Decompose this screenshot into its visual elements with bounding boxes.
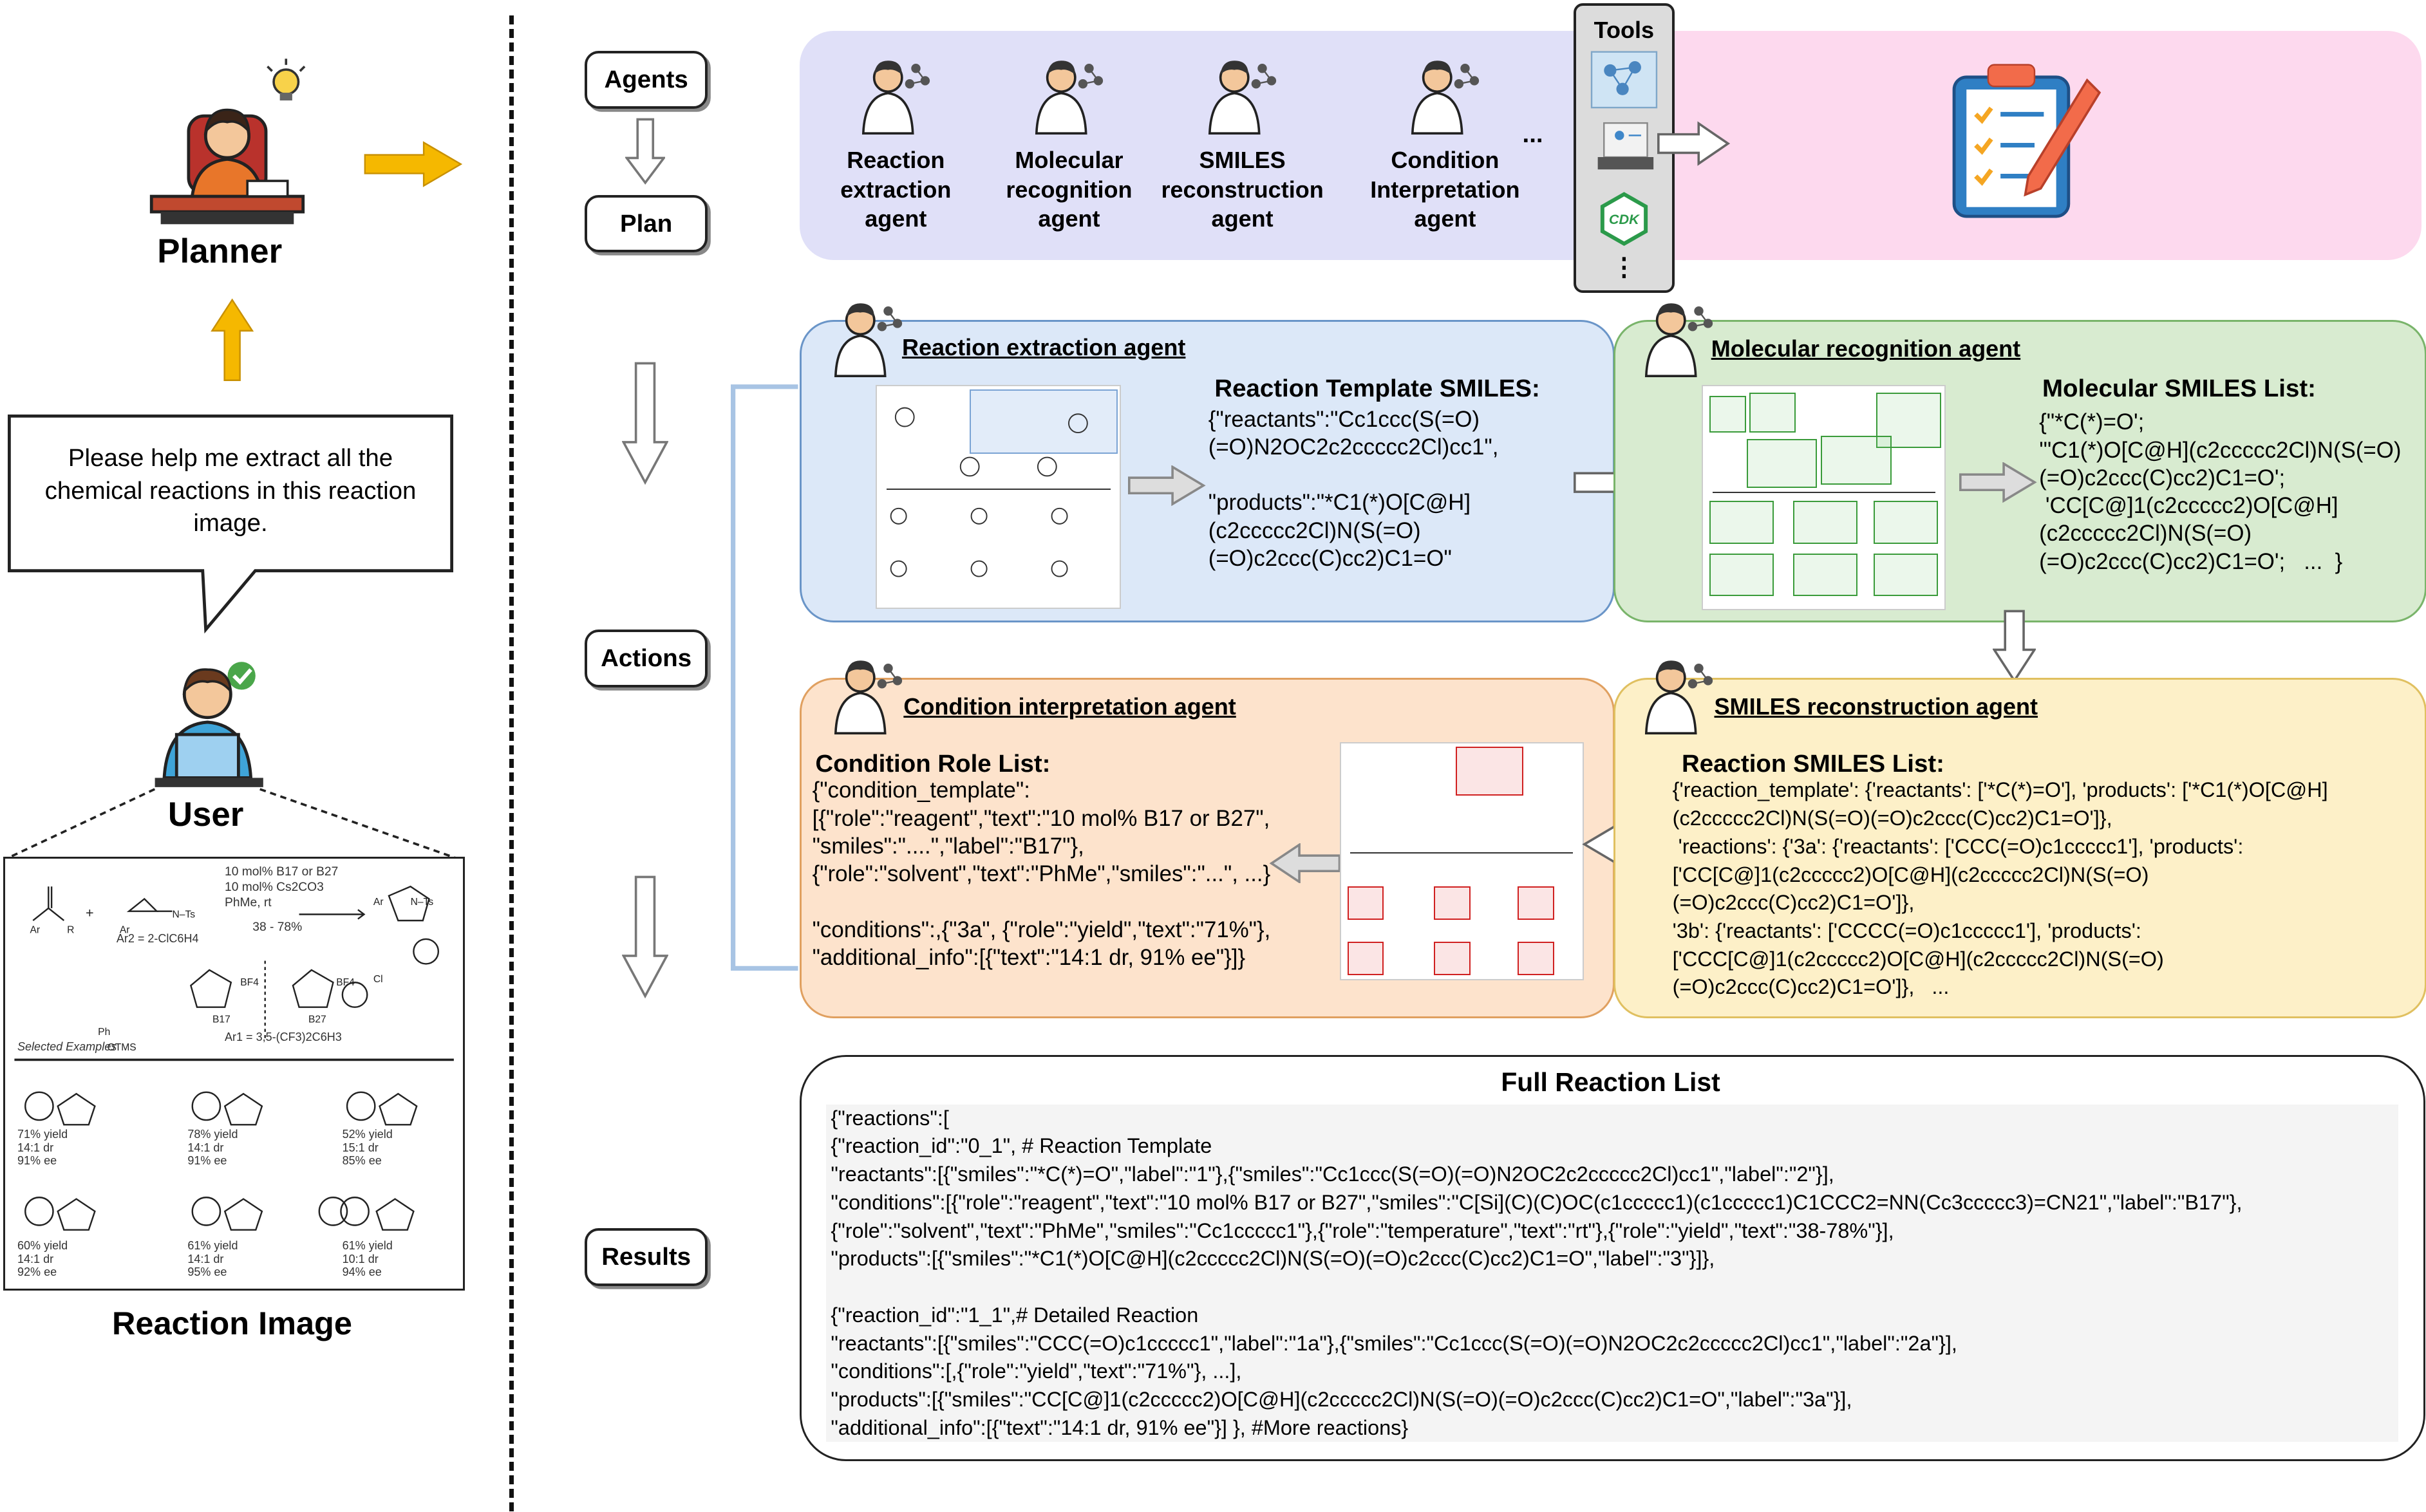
condition-line-1: 10 mol% B17 or B27: [225, 864, 339, 879]
tools-to-plan-arrow: [1657, 121, 1731, 167]
up-arrow: [210, 297, 254, 390]
svg-text:N–Ts: N–Ts: [172, 910, 195, 920]
more-tools: ⋮: [1612, 254, 1637, 282]
agent-card-label: Molecular recognition agent: [1006, 146, 1133, 232]
condition-scientist-icon: [832, 656, 904, 743]
cdk-tool-icon: [1600, 192, 1648, 247]
agent-card-label: Condition Interpretation agent: [1370, 146, 1520, 232]
svg-text:OTMS: OTMS: [107, 1042, 136, 1053]
projection-lines: [5, 787, 458, 860]
actions-to-results-arrow: [622, 875, 669, 999]
reconstruction-panel: [1613, 677, 2426, 1019]
stage-results: Results: [585, 1227, 708, 1286]
ar1-note: Ar1 = 3,5-(CF3)2C6H3: [225, 1031, 342, 1044]
reconstruction-scientist-icon: [1643, 656, 1715, 743]
svg-text:Ar: Ar: [120, 925, 130, 936]
condition-list: {"condition_template": [{"role":"reagent…: [812, 778, 1271, 970]
svg-text:Cl: Cl: [373, 974, 383, 985]
condition-arrow: [1270, 843, 1341, 884]
recognition-smiles: {"*C(*)=O'; '"C1(*)O[C@H](c2ccccc2Cl)N(S…: [2039, 409, 2402, 574]
more-agents-ellipsis: ...: [1522, 120, 1543, 149]
planner-figure: [139, 54, 309, 227]
molecule-tool-icon: [1590, 51, 1657, 109]
condition-line-3: PhMe, rt: [225, 895, 272, 910]
agent-card-extraction: Reaction extraction agent: [820, 56, 972, 234]
condition-line-4: 38 - 78%: [252, 920, 303, 935]
recognition-heading: Molecular SMILES List:: [2042, 374, 2316, 402]
svg-text:B27: B27: [308, 1014, 326, 1025]
stage-agents: Agents: [585, 51, 708, 109]
condition-title: Condition interpretation agent: [903, 693, 1236, 720]
recognition-to-reconstruction-arrow: [1993, 610, 2036, 683]
agents-to-plan-arrow: [625, 118, 666, 185]
agents-panel: [800, 31, 1604, 260]
full-list-title: Full Reaction List: [1501, 1067, 1720, 1097]
extraction-arrow: [1128, 465, 1207, 506]
user-request-text: Please help me extract all the chemical …: [44, 444, 417, 537]
agent-card-label: Reaction extraction agent: [840, 146, 952, 232]
stage-plan: Plan: [585, 194, 708, 253]
condition-heading: Condition Role List:: [815, 750, 1051, 778]
svg-text:BF4: BF4: [336, 977, 355, 988]
tools-label: Tools: [1594, 16, 1655, 43]
user-label: User: [167, 796, 244, 834]
agent-card-reconstruction: SMILES reconstruction agent: [1151, 56, 1334, 234]
tools-box: Tools CDK ⋮: [1573, 3, 1675, 293]
svg-text:Ph: Ph: [98, 1027, 110, 1038]
agent-card-condition: Condition Interpretation agent: [1355, 56, 1535, 234]
svg-text:R: R: [67, 925, 74, 936]
check-icon: [227, 662, 256, 690]
extraction-heading: Reaction Template SMILES:: [1214, 374, 1540, 402]
recognition-thumbnail: [1702, 385, 1946, 611]
scientist-icon: [1409, 56, 1481, 136]
svg-text:+: +: [86, 905, 94, 921]
selected-examples-label: Selected Examples: [17, 1040, 117, 1053]
svg-text:B17: B17: [212, 1014, 230, 1025]
speech-bubble: Please help me extract all the chemical …: [8, 415, 454, 634]
planner-label: Planner: [157, 232, 283, 271]
ar2-note: Ar2 = 2-ClC6H4: [116, 931, 199, 945]
stage-actions: Actions: [585, 630, 708, 687]
recognition-scientist-icon: [1643, 299, 1715, 386]
right-arrow-to-agents: [362, 140, 464, 194]
lightbulb-icon: [267, 59, 306, 101]
svg-text:Ar: Ar: [30, 925, 40, 936]
plan-to-actions-arrow: [622, 362, 669, 485]
full-list-body-bg: [826, 1104, 2398, 1442]
condition-thumbnail: [1339, 742, 1584, 980]
extraction-title: Reaction extraction agent: [901, 334, 1186, 361]
actions-bracket: [731, 384, 798, 971]
extraction-thumbnail: [876, 385, 1122, 609]
svg-text:BF4: BF4: [240, 977, 259, 988]
ocr-tool-icon: [1597, 122, 1653, 170]
divider-line: [509, 15, 514, 1511]
reconstruction-heading: Reaction SMILES List:: [1682, 750, 1944, 778]
full-list-body: {"reactions":[ {"reaction_id":"0_1", # R…: [831, 1106, 2243, 1439]
reaction-image-label: Reaction Image: [111, 1304, 352, 1341]
condition-line-2: 10 mol% Cs2CO3: [225, 880, 324, 894]
agent-card-label: SMILES reconstruction agent: [1161, 146, 1324, 232]
scientist-icon: [860, 56, 932, 136]
cdk-icon-text: CDK: [1608, 211, 1639, 228]
scientist-icon: [1207, 56, 1278, 136]
extraction-scientist-icon: [832, 299, 904, 386]
agent-card-recognition: Molecular recognition agent: [993, 56, 1145, 234]
reconstruction-list: {'reaction_template': {'reactants': ['*C…: [1672, 778, 2328, 999]
svg-text:N–Ts: N–Ts: [410, 897, 433, 908]
svg-text:Ar: Ar: [373, 897, 384, 908]
user-figure: [149, 657, 272, 790]
recognition-arrow: [1959, 462, 2037, 503]
scientist-icon: [1033, 56, 1105, 136]
recognition-title: Molecular recognition agent: [1711, 335, 2021, 362]
clipboard-plan-icon: [1939, 59, 2109, 229]
extraction-smiles: {"reactants":"Cc1ccc(S(=O) (=O)N2OC2c2cc…: [1208, 406, 1499, 571]
reconstruction-title: SMILES reconstruction agent: [1714, 693, 2038, 720]
